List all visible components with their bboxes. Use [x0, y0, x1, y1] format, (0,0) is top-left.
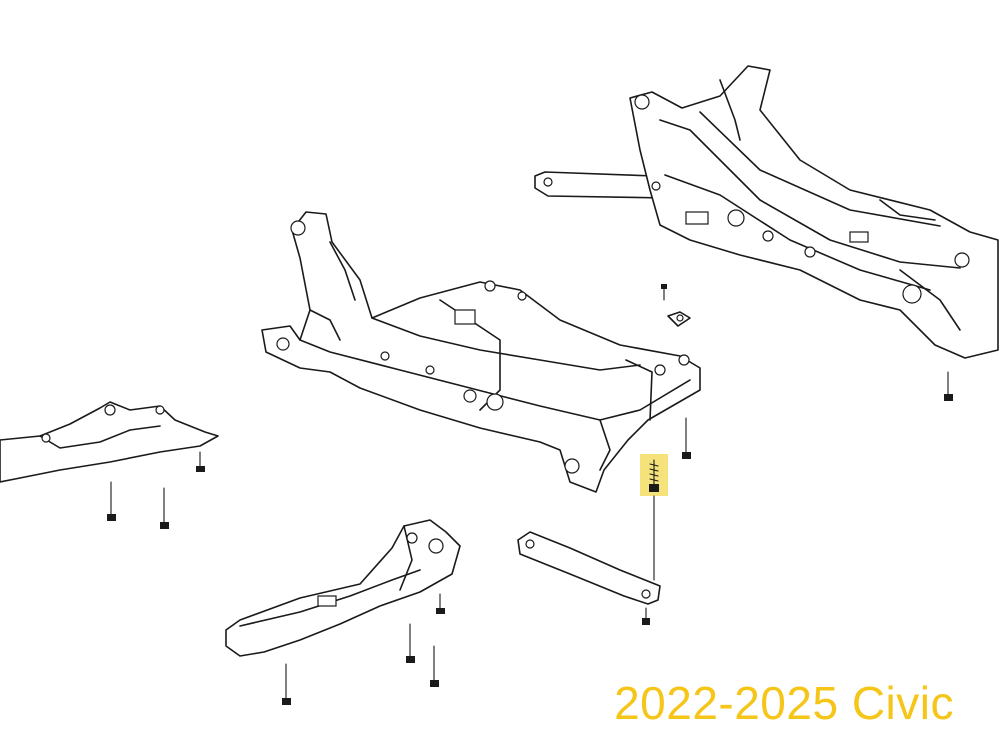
model-year-caption: 2022-2025 Civic [614, 677, 954, 729]
rear-subframe [534, 65, 999, 359]
center-brace [517, 531, 661, 625]
left-stiffener-plate [0, 401, 219, 529]
bolt [640, 454, 668, 581]
front-subframe [261, 211, 701, 493]
bracket [661, 284, 691, 327]
subframe-bolts [682, 371, 953, 459]
right-stiffener-plate [225, 519, 461, 705]
